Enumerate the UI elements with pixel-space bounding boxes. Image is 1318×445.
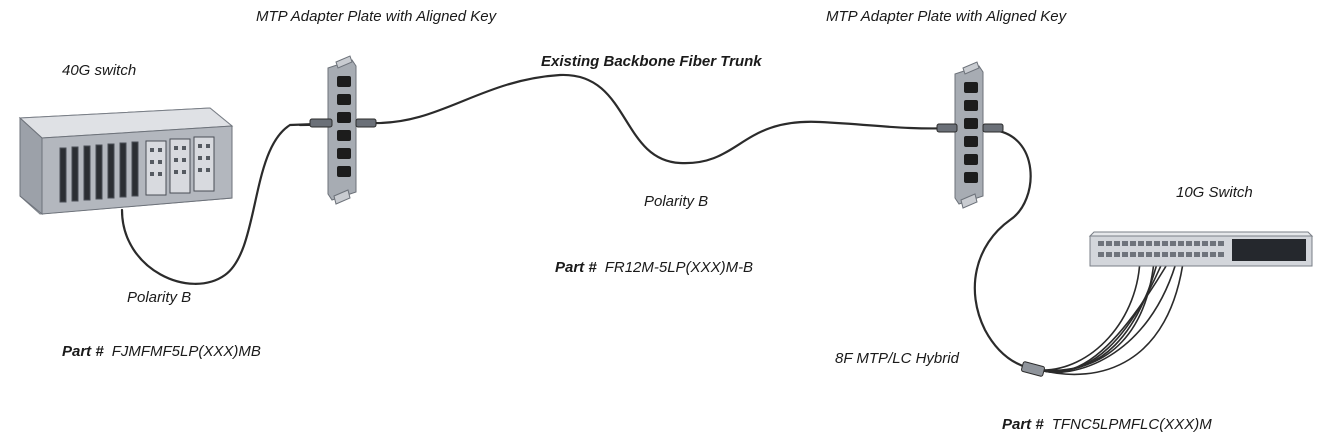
polarity-left-label: Polarity B bbox=[127, 289, 192, 306]
cable-backbone-trunk bbox=[370, 73, 960, 165]
cables bbox=[120, 73, 1185, 376]
switch-10g-dark-panel bbox=[1232, 239, 1306, 261]
part-hybrid: Part # TFNC5LPMFLC(XXX)M bbox=[1002, 416, 1212, 433]
switch-40g bbox=[18, 107, 234, 216]
cable-10g-short bbox=[1039, 254, 1141, 371]
switch-10g bbox=[1088, 231, 1314, 267]
cable-adapter-to-10g bbox=[973, 128, 1042, 372]
mtp-connector-right-out bbox=[982, 123, 1004, 133]
part-left-number: FJMFMF5LP(XXX)MB bbox=[111, 343, 261, 360]
polarity-trunk-label: Polarity B bbox=[644, 193, 709, 210]
adapter-left-ports bbox=[337, 76, 351, 177]
hybrid-fanout bbox=[1039, 249, 1185, 376]
part-hybrid-key: Part # bbox=[1002, 416, 1044, 433]
adapter-left-label: MTP Adapter Plate with Aligned Key bbox=[256, 8, 497, 25]
switch-10g-label: 10G Switch bbox=[1176, 184, 1253, 201]
part-left-key: Part # bbox=[62, 343, 104, 360]
cable-40g-to-adapter bbox=[120, 121, 347, 285]
switch-40g-label: 40G switch bbox=[62, 62, 137, 79]
adapter-right-label: MTP Adapter Plate with Aligned Key bbox=[826, 8, 1067, 25]
mtp-connector-right-in bbox=[936, 123, 958, 133]
mtp-adapter-right bbox=[936, 61, 1004, 209]
adapter-right-ports bbox=[964, 82, 978, 183]
mtp-connector-left-in bbox=[309, 118, 333, 128]
part-hybrid-number: TFNC5LPMFLC(XXX)M bbox=[1051, 416, 1212, 433]
part-trunk: Part # FR12M-5LP(XXX)M-B bbox=[555, 259, 753, 276]
part-trunk-number: FR12M-5LP(XXX)M-B bbox=[604, 259, 754, 276]
mtp-connector-left-out bbox=[355, 118, 377, 128]
part-trunk-key: Part # bbox=[555, 259, 597, 276]
part-left: Part # FJMFMF5LP(XXX)MB bbox=[62, 343, 261, 360]
hybrid-connector bbox=[1021, 361, 1045, 377]
switch-10g-ports bbox=[1098, 241, 1224, 257]
mtp-adapter-left bbox=[309, 55, 377, 205]
trunk-label: Existing Backbone Fiber Trunk bbox=[541, 53, 762, 70]
hybrid-label: 8F MTP/LC Hybrid bbox=[835, 350, 959, 367]
switch-40g-cards bbox=[59, 136, 215, 203]
